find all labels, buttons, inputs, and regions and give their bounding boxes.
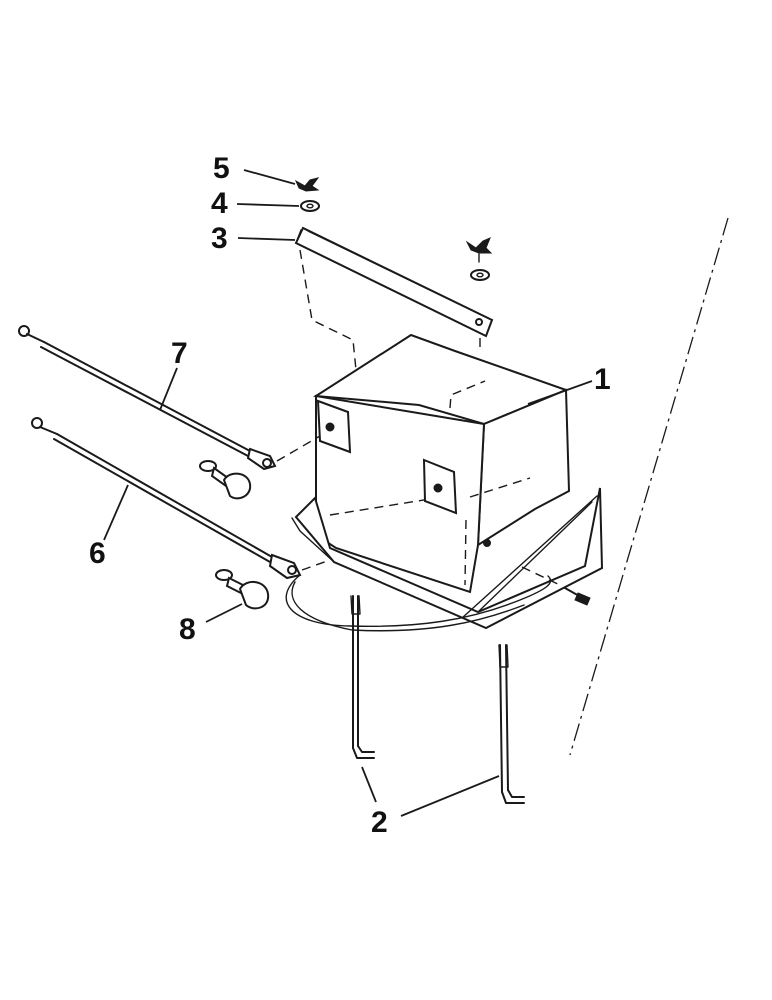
tray-bolt bbox=[521, 566, 591, 606]
leader-8 bbox=[205, 603, 243, 623]
callout-6: 6 bbox=[89, 537, 106, 570]
leader-5 bbox=[243, 169, 296, 185]
hold-down-rod-left bbox=[350, 595, 375, 759]
washer-left bbox=[300, 200, 320, 212]
wing-nut-right bbox=[465, 237, 493, 263]
callout-8: 8 bbox=[179, 613, 196, 646]
terminal-boot-upper bbox=[199, 460, 252, 500]
callout-2: 2 bbox=[371, 806, 388, 839]
leader-7 bbox=[159, 367, 178, 411]
callout-3: 3 bbox=[211, 222, 228, 255]
leader-1 bbox=[527, 380, 593, 405]
leader-3 bbox=[237, 237, 296, 241]
callout-7: 7 bbox=[171, 337, 188, 370]
battery-box bbox=[291, 333, 604, 630]
callout-4: 4 bbox=[211, 187, 228, 220]
leader-2b bbox=[400, 775, 500, 817]
hold-down-rod-right bbox=[498, 644, 525, 804]
callout-5: 5 bbox=[213, 152, 230, 185]
wing-nut-left bbox=[294, 177, 320, 192]
leader-6 bbox=[103, 484, 129, 541]
leader-4 bbox=[236, 203, 300, 207]
terminal-boot-lower bbox=[215, 569, 270, 610]
frame-outline bbox=[569, 217, 729, 756]
hold-down-bar bbox=[294, 226, 494, 371]
cable-long bbox=[18, 325, 321, 471]
leader-2a bbox=[361, 766, 377, 803]
washer-right bbox=[470, 269, 490, 281]
cable-short bbox=[31, 417, 552, 632]
callout-1: 1 bbox=[594, 363, 611, 396]
